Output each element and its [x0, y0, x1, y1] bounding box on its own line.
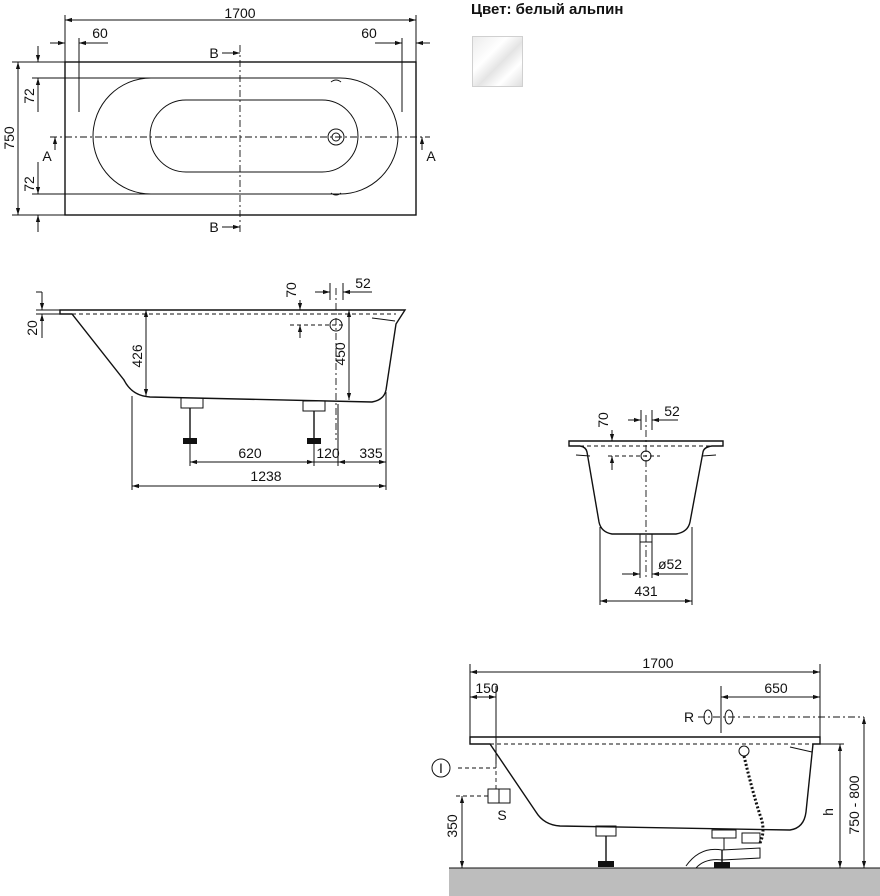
color-swatch[interactable]: [472, 36, 523, 87]
side-section-outline: [59, 309, 407, 403]
side-dim-depth-inner: 426: [129, 344, 145, 368]
top-view-waste-icon: [327, 128, 345, 146]
install-dim-total-height: 750 - 800: [846, 775, 862, 834]
cross-section-view: 70 52 ø52 431: [568, 403, 724, 605]
install-dim-h: h: [820, 808, 836, 816]
cross-dim-bottom-width: 431: [634, 583, 658, 599]
top-dim-right-rim: 60: [361, 25, 377, 41]
top-dim-rim-top: 72: [21, 88, 37, 104]
install-label-s: S: [497, 807, 506, 823]
side-section-view: 20 426 450 70 52 620 120 335 1238: [24, 275, 407, 490]
side-dim-overflow-drop: 70: [283, 282, 299, 298]
left-foot-pad: [183, 438, 197, 444]
side-dim-end-offset: 335: [359, 445, 383, 461]
top-dim-length: 1700: [224, 5, 255, 21]
side-dim-overflow-offset: 52: [355, 275, 371, 291]
side-dim-depth-overflow: 450: [332, 342, 348, 366]
install-dim-right: 650: [764, 680, 788, 696]
top-view-inner-rim: [92, 77, 399, 195]
install-r-valve-icon: [703, 709, 713, 725]
section-b-bottom-label: B: [209, 219, 218, 235]
top-view: 1700 60 60 750 72 72 A A B B: [1, 5, 436, 235]
install-label-r: R: [684, 709, 694, 725]
install-label-i: I: [439, 760, 443, 776]
cross-dim-waste-diameter: ø52: [658, 556, 682, 572]
cross-section-outline: [568, 440, 724, 535]
floor: [449, 868, 880, 896]
cross-dim-overflow-drop: 70: [595, 412, 611, 428]
side-dim-waste-offset: 120: [316, 445, 340, 461]
section-b-top-label: B: [209, 45, 218, 61]
install-dim-length: 1700: [642, 655, 673, 671]
install-dim-left: 150: [475, 680, 499, 696]
top-dim-width: 750: [1, 126, 17, 150]
cross-dim-overflow-offset: 52: [664, 403, 680, 419]
right-foot-top: [302, 400, 326, 412]
install-dim-height-floor: 350: [444, 814, 460, 838]
installation-view: 1700 150 650 R I S 350 h 750 - 800: [431, 655, 880, 896]
top-view-basin: [149, 99, 359, 173]
side-dim-rim: 20: [24, 320, 40, 336]
color-title: Цвет: белый альпин: [471, 1, 624, 18]
install-overflow-icon: [738, 745, 750, 757]
top-dim-left-rim: 60: [92, 25, 108, 41]
right-foot-pad: [307, 438, 321, 444]
install-siphon: [685, 847, 761, 869]
top-dim-rim-bottom: 72: [21, 176, 37, 192]
install-tub-outline: [469, 736, 821, 831]
install-r-valve-icon-2: [724, 709, 734, 725]
section-a-right-label: A: [426, 148, 436, 164]
install-marker-i-icon: [431, 758, 451, 778]
left-foot-top: [180, 397, 204, 409]
side-dim-bottom-length: 1238: [250, 468, 281, 484]
install-overflow-hose: [742, 755, 765, 844]
section-a-left-label: A: [42, 148, 52, 164]
top-view-outline: [64, 61, 417, 216]
side-dim-feet-spacing: 620: [238, 445, 262, 461]
